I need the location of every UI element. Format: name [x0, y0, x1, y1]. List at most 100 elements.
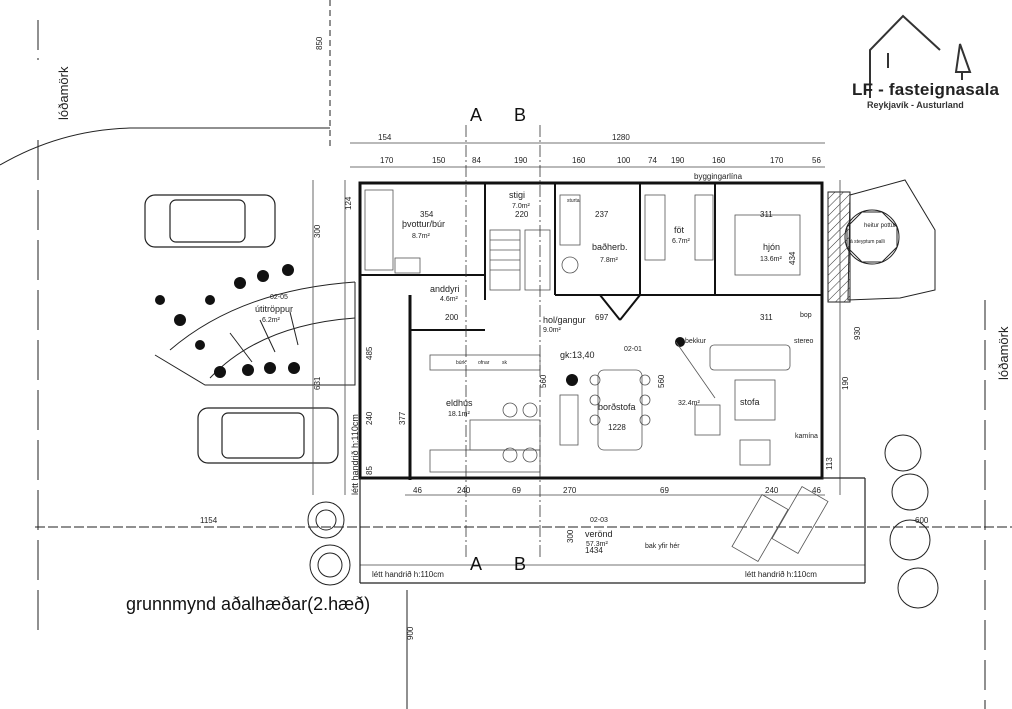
- dim-left-377: 377: [398, 411, 407, 425]
- shrubs: [155, 264, 685, 386]
- section-a-bottom-label: A: [470, 554, 482, 574]
- ofnar-label: ofnar: [478, 360, 490, 366]
- dim-left-485: 485: [365, 346, 374, 360]
- room-pvottur-area: 8.7m²: [412, 233, 431, 240]
- section-b-top-label: B: [514, 105, 526, 125]
- dim-mid-560a: 560: [539, 374, 548, 388]
- room-utitroppur: útitröppur: [255, 304, 293, 314]
- dim-top-5: 100: [617, 156, 631, 165]
- dim-left-300: 300: [313, 224, 322, 238]
- section-markers: A B A B: [470, 105, 526, 574]
- dim-bottom-2: 69: [512, 486, 521, 495]
- fixtures: [364, 189, 829, 563]
- room-stofa: stofa: [740, 397, 760, 407]
- dim-top-8: 160: [712, 156, 726, 165]
- section-b-bottom-label: B: [514, 554, 526, 574]
- kamina-label: kamína: [795, 433, 818, 440]
- hot-tub-label: heitur pottur: [864, 223, 896, 229]
- dim-bottom-4: 69: [660, 486, 669, 495]
- sturta-label: sturta: [567, 198, 580, 204]
- room-verond: verönd: [585, 529, 613, 539]
- dim-top-6: 74: [648, 156, 657, 165]
- table-dim-label: 1228: [608, 423, 626, 432]
- dim-room-311: 311: [760, 210, 773, 219]
- stairs-code-label: 02-05: [270, 294, 288, 301]
- dim-axis-900: 900: [406, 626, 415, 640]
- dim-left-631: 631: [313, 376, 322, 390]
- room-hol-area: 9.0m²: [543, 327, 562, 334]
- section-a-top-label: A: [470, 105, 482, 125]
- outdoor-stairs: [154, 281, 356, 386]
- bop-label: bop: [800, 312, 812, 319]
- dim-left-85: 85: [365, 466, 374, 475]
- interior-walls: [360, 183, 822, 331]
- parking-cars: [144, 194, 339, 464]
- hot-tub-sub-label: á steyptum palli: [850, 239, 885, 245]
- room-pvottur: þvottur/búr: [402, 219, 445, 229]
- logo-house-icon: [869, 14, 972, 98]
- hot-tub: [827, 179, 936, 303]
- dim-room-311b: 311: [760, 313, 773, 322]
- dim-top-7: 190: [671, 156, 685, 165]
- sk-label: sk: [502, 360, 508, 366]
- dim-right-190: 190: [841, 376, 850, 390]
- dim-room-697: 697: [595, 313, 609, 322]
- dim-room-220: 220: [515, 210, 529, 219]
- terrace: [359, 477, 866, 584]
- room-fot-area: 6.7m²: [672, 238, 691, 245]
- dim-top-1: 150: [432, 156, 446, 165]
- handrid-right-label: létt handrið h:110cm: [745, 570, 817, 579]
- logo-tagline: Reykjavík - Austurland: [867, 100, 964, 110]
- room-badherb: baðherb.: [592, 242, 628, 252]
- gk-label: gk:13,40: [560, 350, 595, 360]
- dim-right-930: 930: [853, 326, 862, 340]
- lot-right-label: lóðamörk: [996, 326, 1011, 380]
- terrace-code-label: 02-03: [590, 517, 608, 524]
- room-badherb-area: 7.8m²: [600, 257, 619, 264]
- dim-top-2: 84: [472, 156, 481, 165]
- dim-bottom-right: 600: [915, 516, 929, 525]
- room-hjon-area: 13.6m²: [760, 256, 782, 263]
- building-line-label: byggingarlína: [694, 172, 743, 181]
- room-stigi: stigi: [509, 190, 525, 200]
- stereo-label: stereo: [794, 338, 814, 345]
- dim-bottom-1: 240: [457, 486, 471, 495]
- room-stigi-area: 7.0m²: [512, 203, 531, 210]
- exterior-walls: [358, 181, 824, 480]
- handrid-side-label: létt handrið h:110cm: [350, 414, 360, 495]
- logo-name: LF - fasteignasala: [852, 80, 1000, 99]
- room-utitroppur-area: 6.2m²: [262, 317, 281, 324]
- dim-mid-560b: 560: [657, 374, 666, 388]
- dim-top-0: 170: [380, 156, 394, 165]
- dim-bottom-1434: 1434: [585, 546, 603, 555]
- room-eldhus-area: 18.1m²: [448, 411, 470, 418]
- dim-bottom-0: 46: [413, 486, 422, 495]
- room-anddyri: anddyri: [430, 284, 460, 294]
- dim-axis-850: 850: [315, 36, 324, 50]
- lot-left-label: lóðamörk: [56, 66, 71, 120]
- dim-right-113: 113: [825, 457, 834, 470]
- dim-room-200: 200: [445, 313, 459, 322]
- dim-top-left: 154: [378, 133, 392, 142]
- room-fot: föt: [674, 225, 685, 235]
- floor-code-label: 02-01: [624, 346, 642, 353]
- bekkur-label: bekkur: [685, 338, 707, 345]
- dim-bottom-6: 46: [812, 486, 821, 495]
- room-stofa-area: 32.4m²: [678, 400, 700, 407]
- dim-room-237: 237: [595, 210, 609, 219]
- dim-top-3: 190: [514, 156, 528, 165]
- dim-left-240: 240: [365, 411, 374, 425]
- trees: [307, 434, 939, 609]
- dim-top-10: 56: [812, 156, 821, 165]
- room-eldhus: eldhús: [446, 398, 473, 408]
- dim-top-total: 1280: [612, 133, 630, 142]
- dim-bottom-5: 240: [765, 486, 779, 495]
- bak-yfir-label: bak yfir hér: [645, 543, 680, 550]
- buork-label: búrk: [456, 360, 466, 366]
- dim-top-9: 170: [770, 156, 784, 165]
- room-anddyri-area: 4.6m²: [440, 296, 459, 303]
- dimension-lines: [312, 142, 865, 566]
- dim-room-354: 354: [420, 210, 434, 219]
- plan-title: grunnmynd aðalhæðar(2.hæð): [126, 594, 371, 614]
